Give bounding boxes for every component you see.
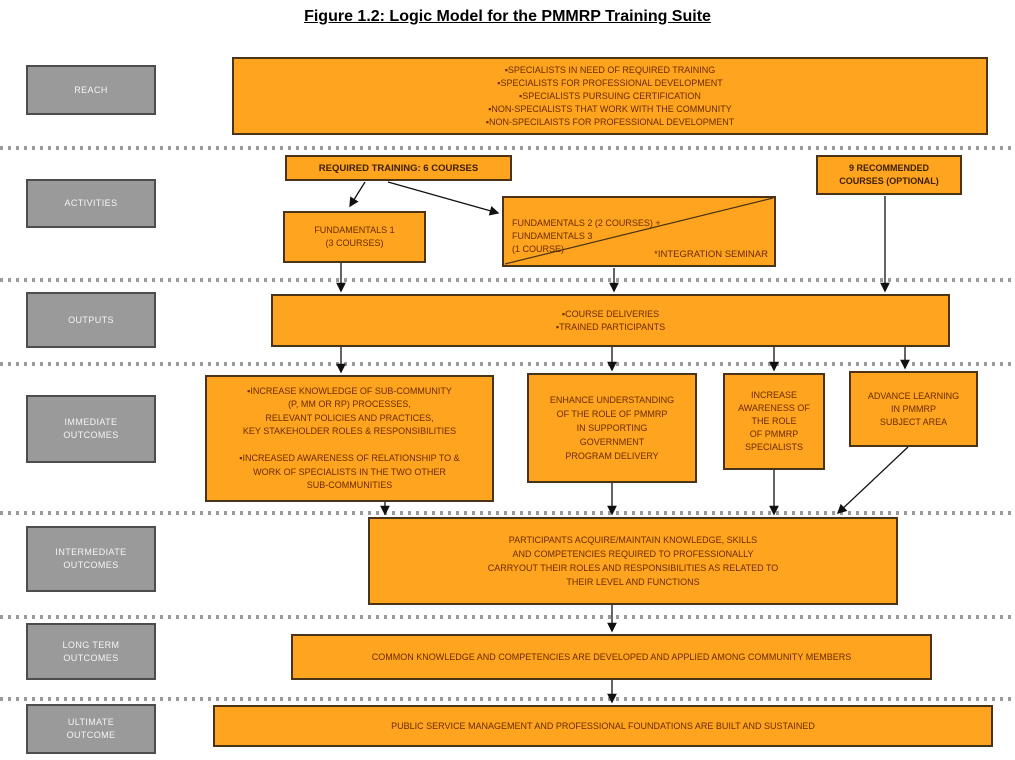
figure-title: Figure 1.2: Logic Model for the PMMRP Tr… [304,8,711,25]
ultimate-outcome-box: PUBLIC SERVICE MANAGEMENT AND PROFESSION… [213,705,993,747]
intermediate-outcomes-box: PARTICIPANTS ACQUIRE/MAINTAIN KNOWLEDGE,… [368,517,898,605]
immediate-outcome-knowledge-box: ▪INCREASE KNOWLEDGE OF SUB-COMMUNITY (P,… [205,375,494,502]
row-label-reach: REACH [26,65,156,115]
outputs-box: ▪COURSE DELIVERIES ▪TRAINED PARTICIPANTS [271,294,950,347]
row-separator [0,146,1015,150]
required-training-box: REQUIRED TRAINING: 6 COURSES [285,155,512,181]
integration-seminar-note: *INTEGRATION SEMINAR [654,249,768,260]
row-separator [0,278,1015,282]
immediate-outcome-understanding-box: ENHANCE UNDERSTANDING OF THE ROLE OF PMM… [527,373,697,483]
row-label-long-term-outcomes: LONG TERM OUTCOMES [26,623,156,680]
row-label-activities: ACTIVITIES [26,179,156,228]
immediate-outcome-learning-box: ADVANCE LEARNING IN PMMRP SUBJECT AREA [849,371,978,447]
row-separator [0,511,1015,515]
row-separator [0,697,1015,701]
row-label-immediate-outcomes: IMMEDIATE OUTCOMES [26,395,156,463]
row-separator [0,362,1015,366]
row-separator [0,615,1015,619]
fundamentals-2-3-text: FUNDAMENTALS 2 (2 COURSES) + FUNDAMENTAL… [512,218,661,254]
recommended-courses-box: 9 RECOMMENDED COURSES (OPTIONAL) [816,155,962,195]
row-label-intermediate-outcomes: INTERMEDIATE OUTCOMES [26,526,156,592]
fundamentals-2-3-box: FUNDAMENTALS 2 (2 COURSES) + FUNDAMENTAL… [502,196,776,267]
immediate-outcome-awareness-box: INCREASE AWARENESS OF THE ROLE OF PMMRP … [723,373,825,470]
row-label-ultimate-outcome: ULTIMATE OUTCOME [26,704,156,754]
fundamentals-1-box: FUNDAMENTALS 1 (3 COURSES) [283,211,426,263]
reach-audience-box: ▪SPECIALISTS IN NEED OF REQUIRED TRAININ… [232,57,988,135]
row-label-outputs: OUTPUTS [26,292,156,348]
long-term-outcomes-box: COMMON KNOWLEDGE AND COMPETENCIES ARE DE… [291,634,932,680]
